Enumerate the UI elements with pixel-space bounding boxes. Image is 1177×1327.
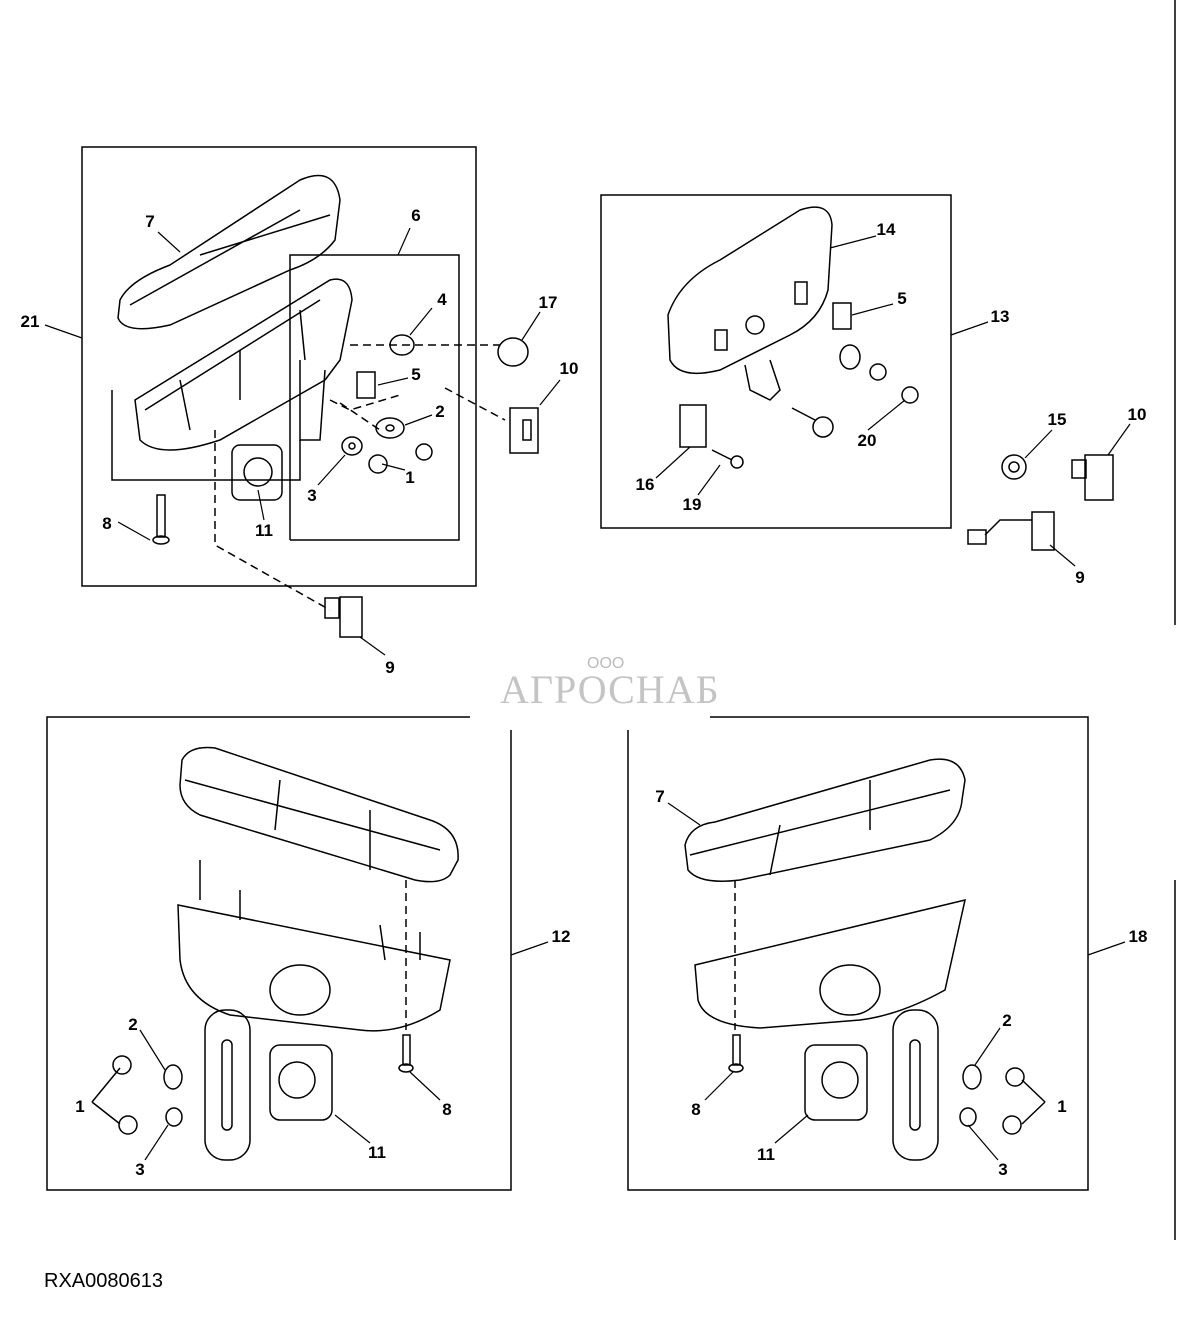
washer-part xyxy=(839,344,919,404)
callout-1: 1 xyxy=(75,1097,85,1116)
armrest-assembly-right xyxy=(684,758,1046,1161)
callout-2: 2 xyxy=(435,402,445,421)
bracket-part xyxy=(231,444,283,501)
panel-left-assembly-frame xyxy=(46,716,512,1191)
panel-right-armrest-frame xyxy=(600,194,952,529)
watermark-prefix: ООО xyxy=(587,655,625,672)
switch-cover-part xyxy=(356,371,376,399)
callout-21: 21 xyxy=(20,312,40,331)
callout-13: 13 xyxy=(990,307,1010,326)
callout-12: 12 xyxy=(551,927,571,946)
pin-part xyxy=(791,407,834,438)
callout-leaders xyxy=(44,227,1131,1161)
callout-1: 1 xyxy=(1057,1097,1067,1116)
callout-2: 2 xyxy=(128,1015,138,1034)
callout-17: 17 xyxy=(538,293,558,312)
callout-20: 20 xyxy=(857,431,877,450)
washer-part xyxy=(341,436,363,456)
callout-8: 8 xyxy=(442,1100,452,1119)
switch-part xyxy=(509,407,539,454)
switch-part xyxy=(324,596,363,638)
callout-7: 7 xyxy=(655,787,665,806)
callout-15: 15 xyxy=(1047,410,1067,429)
switch-cover-part xyxy=(832,302,852,330)
callout-11: 11 xyxy=(368,1143,386,1162)
callout-3: 3 xyxy=(998,1160,1008,1179)
callout-3: 3 xyxy=(307,486,317,505)
callout-5: 5 xyxy=(897,289,907,308)
callout-19: 19 xyxy=(682,495,702,514)
callout-7: 7 xyxy=(145,212,155,231)
plug-part xyxy=(497,337,529,367)
loose-parts xyxy=(967,454,1114,551)
callout-1: 1 xyxy=(405,468,415,487)
bolt-part xyxy=(152,494,170,545)
dashed-assembly-lines xyxy=(405,880,736,1030)
callout-2: 2 xyxy=(1002,1011,1012,1030)
callout-11: 11 xyxy=(757,1145,775,1164)
callout-10: 10 xyxy=(559,359,579,378)
callout-8: 8 xyxy=(691,1100,701,1119)
panel-left-armrest-frame xyxy=(81,146,477,587)
armrest-cushion-part xyxy=(667,206,833,401)
callout-9: 9 xyxy=(385,658,395,677)
callout-14: 14 xyxy=(876,220,896,239)
callout-18: 18 xyxy=(1128,927,1148,946)
callout-5: 5 xyxy=(411,365,421,384)
leader-21 xyxy=(111,390,301,481)
armrest-cushion-part xyxy=(117,174,341,330)
watermark-logo: АГРОСНАБ xyxy=(500,667,720,712)
panel-armrest-base-frame xyxy=(289,254,460,541)
callout-6: 6 xyxy=(411,206,421,225)
callout-9: 9 xyxy=(1075,568,1085,587)
washer-part xyxy=(375,417,405,439)
plate-part xyxy=(679,404,707,448)
callout-4: 4 xyxy=(437,290,447,309)
callout-8: 8 xyxy=(102,514,112,533)
callout-3: 3 xyxy=(135,1160,145,1179)
dashed-assembly-lines xyxy=(214,344,506,611)
callout-16: 16 xyxy=(635,475,655,494)
armrest-base-part xyxy=(134,278,353,451)
figure-code: RXA0080613 xyxy=(44,1270,163,1292)
nut-part xyxy=(368,443,433,474)
callout-10: 10 xyxy=(1127,405,1147,424)
screw-part xyxy=(711,449,744,469)
armrest-assembly-left xyxy=(91,746,459,1161)
panel-right-assembly-frame xyxy=(627,716,1089,1191)
callout-11: 11 xyxy=(255,521,273,540)
